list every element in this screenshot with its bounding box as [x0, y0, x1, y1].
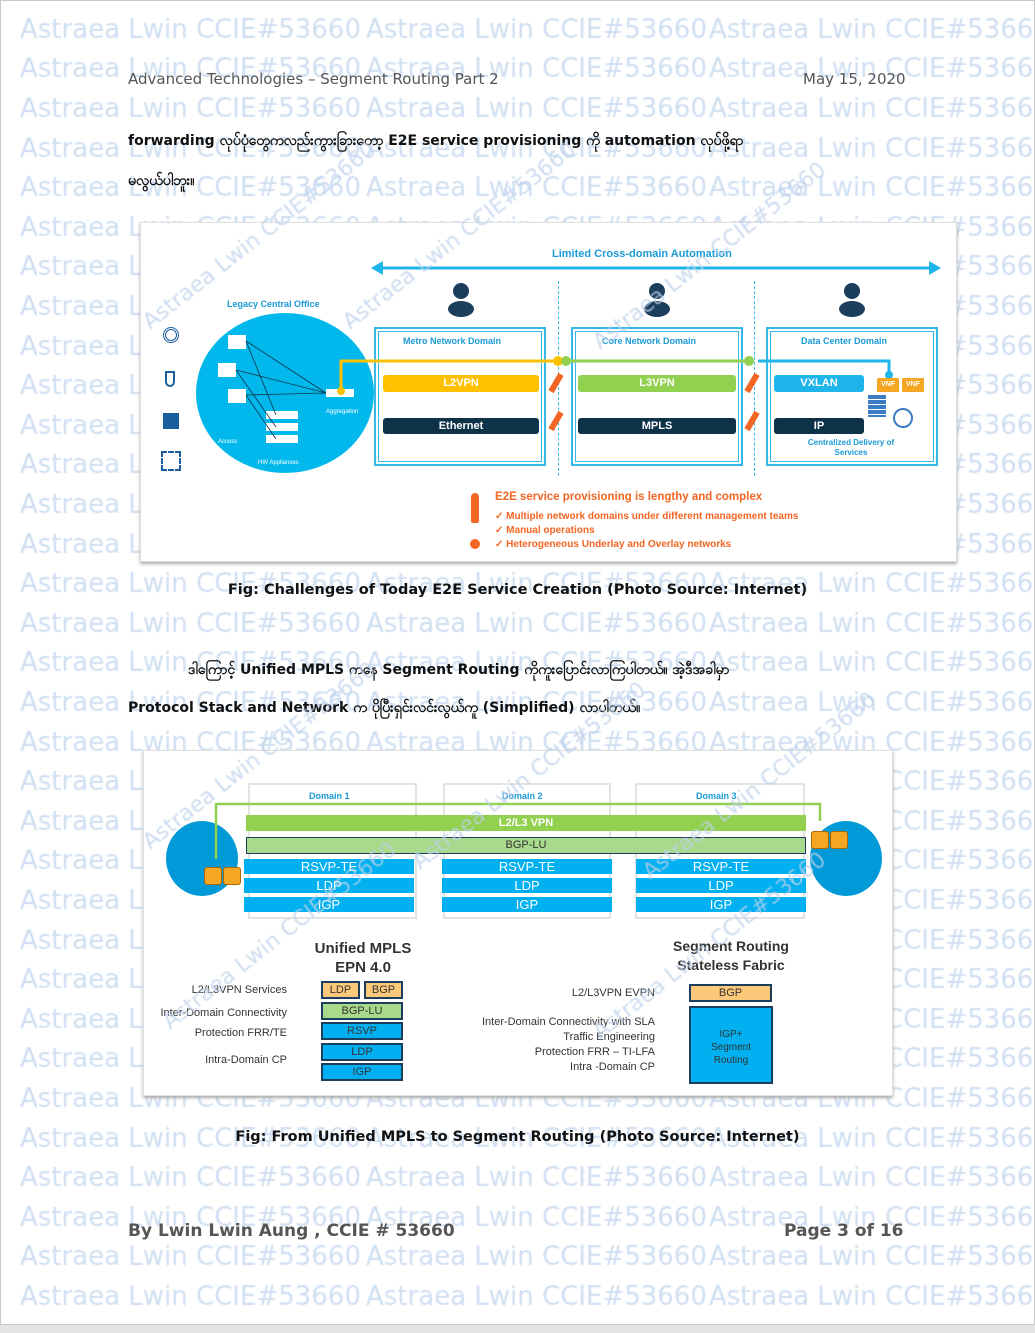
sr-title-line2: Stateless Fabric: [677, 957, 785, 973]
underlay-bar-ethernet: Ethernet: [383, 418, 539, 434]
stack-ldp: LDP: [321, 1043, 403, 1061]
sr-evpn-label: L2/L3VPN EVPN: [571, 987, 655, 999]
page-bottom-edge: [0, 1325, 1035, 1333]
problem-row: ✓ Multiple network domains under differe…: [495, 511, 799, 522]
unified-label: Protection FRR/TE: [194, 1027, 287, 1039]
team-icon: [446, 281, 476, 317]
unified-label: Inter-Domain Connectivity: [160, 1007, 287, 1019]
header-date: May 15, 2020: [803, 70, 906, 88]
unified-title-line1: Unified MPLS: [314, 940, 412, 957]
figure1-caption: Fig: Challenges of Today E2E Service Cre…: [227, 582, 808, 598]
layer-bar: LDP: [244, 878, 414, 893]
layer-bar: LDP: [636, 878, 806, 893]
unified-label: Intra-Domain CP: [205, 1054, 287, 1066]
sr-stack-bgp: BGP: [689, 984, 772, 1002]
sr-title-line1: Segment Routing: [673, 938, 789, 954]
underlay-bar-ip: IP: [774, 418, 864, 434]
layer-bar: LDP: [442, 878, 612, 893]
exclamation-dot: [470, 539, 480, 549]
stack-ldp: LDP: [321, 981, 360, 999]
layer-bar: RSVP-TE: [442, 859, 612, 874]
sr-stack-igp-sr: IGP+ Segment Routing: [689, 1006, 773, 1084]
stack-rsvp: RSVP: [321, 1022, 403, 1040]
exclamation-icon: [471, 493, 479, 523]
router-icon: [830, 831, 848, 849]
paragraph1-line1: forwarding လုပ်ပုံတွေကလည်းကွားခြားတော့ E…: [128, 133, 744, 149]
layer-bar: IGP: [244, 897, 414, 912]
underlay-bar-mpls: MPLS: [578, 418, 736, 434]
dc-note: Centralized Delivery of Services: [807, 438, 895, 457]
figure-e2e-challenges: Limited Cross-domain Automation Legacy C…: [140, 222, 957, 562]
problem-row: ✓ Heterogeneous Underlay and Overlay net…: [495, 539, 732, 550]
sr-label: Traffic Engineering: [563, 1031, 655, 1043]
stack-igp: IGP: [321, 1063, 403, 1081]
paragraph1-line2: မလွယ်ပါဘူး။: [128, 173, 195, 189]
paragraph2-line1: ဒါကြောင့် Unified MPLS ကနေ Segment Routi…: [188, 662, 730, 678]
stack-bgp-lu: BGP-LU: [321, 1002, 403, 1020]
footer-author: By Lwin Lwin Aung , CCIE # 53660: [128, 1221, 455, 1241]
problem-item: Manual operations: [506, 525, 595, 536]
l2l3-vpn-bar: L2/L3 VPN: [246, 815, 806, 831]
problem-title: E2E service provisioning is lengthy and …: [495, 491, 763, 503]
footer-page-number: Page 3 of 16: [784, 1221, 904, 1241]
layer-bar: RSVP-TE: [636, 859, 806, 874]
paragraph2-line2: Protocol Stack and Network က ပိုပြီးရှင်…: [128, 700, 641, 716]
bgp-lu-bar: BGP-LU: [246, 837, 806, 854]
problem-item: Multiple network domains under different…: [506, 511, 799, 522]
vnf-icon: VNF: [902, 378, 924, 392]
unified-mpls-title: Unified MPLS EPN 4.0: [293, 939, 433, 977]
figure-unified-mpls-to-sr: Domain 1 Domain 2 Domain 3 L2/L3 VPN BGP…: [143, 750, 893, 1096]
header-title: Advanced Technologies – Segment Routing …: [128, 70, 499, 88]
overlay-bar-vxlan: VXLAN: [774, 375, 864, 392]
router-icon: [811, 831, 829, 849]
server-icon: [868, 395, 886, 417]
sr-label: Inter-Domain Connectivity with SLA: [481, 1016, 655, 1028]
problem-row: ✓ Manual operations: [495, 525, 595, 536]
sr-label: Protection FRR – TI-LFA: [534, 1046, 655, 1058]
cloud-server-icon: [893, 408, 913, 428]
overlay-bar-l2vpn: L2VPN: [383, 375, 539, 392]
stack-bgp: BGP: [364, 981, 403, 999]
sr-label: Intra -Domain CP: [570, 1061, 655, 1073]
unified-title-line2: EPN 4.0: [335, 959, 391, 976]
router-icon: [204, 867, 222, 885]
layer-bar: RSVP-TE: [244, 859, 414, 874]
vnf-icon: VNF: [877, 378, 899, 392]
unified-label: L2/L3VPN Services: [191, 984, 287, 996]
layer-bar: IGP: [442, 897, 612, 912]
overlay-bar-l3vpn: L3VPN: [578, 375, 736, 392]
figure2-caption: Fig: From Unified MPLS to Segment Routin…: [235, 1129, 800, 1145]
layer-bar: IGP: [636, 897, 806, 912]
problem-item: Heterogeneous Underlay and Overlay netwo…: [506, 539, 732, 550]
router-icon: [223, 867, 241, 885]
